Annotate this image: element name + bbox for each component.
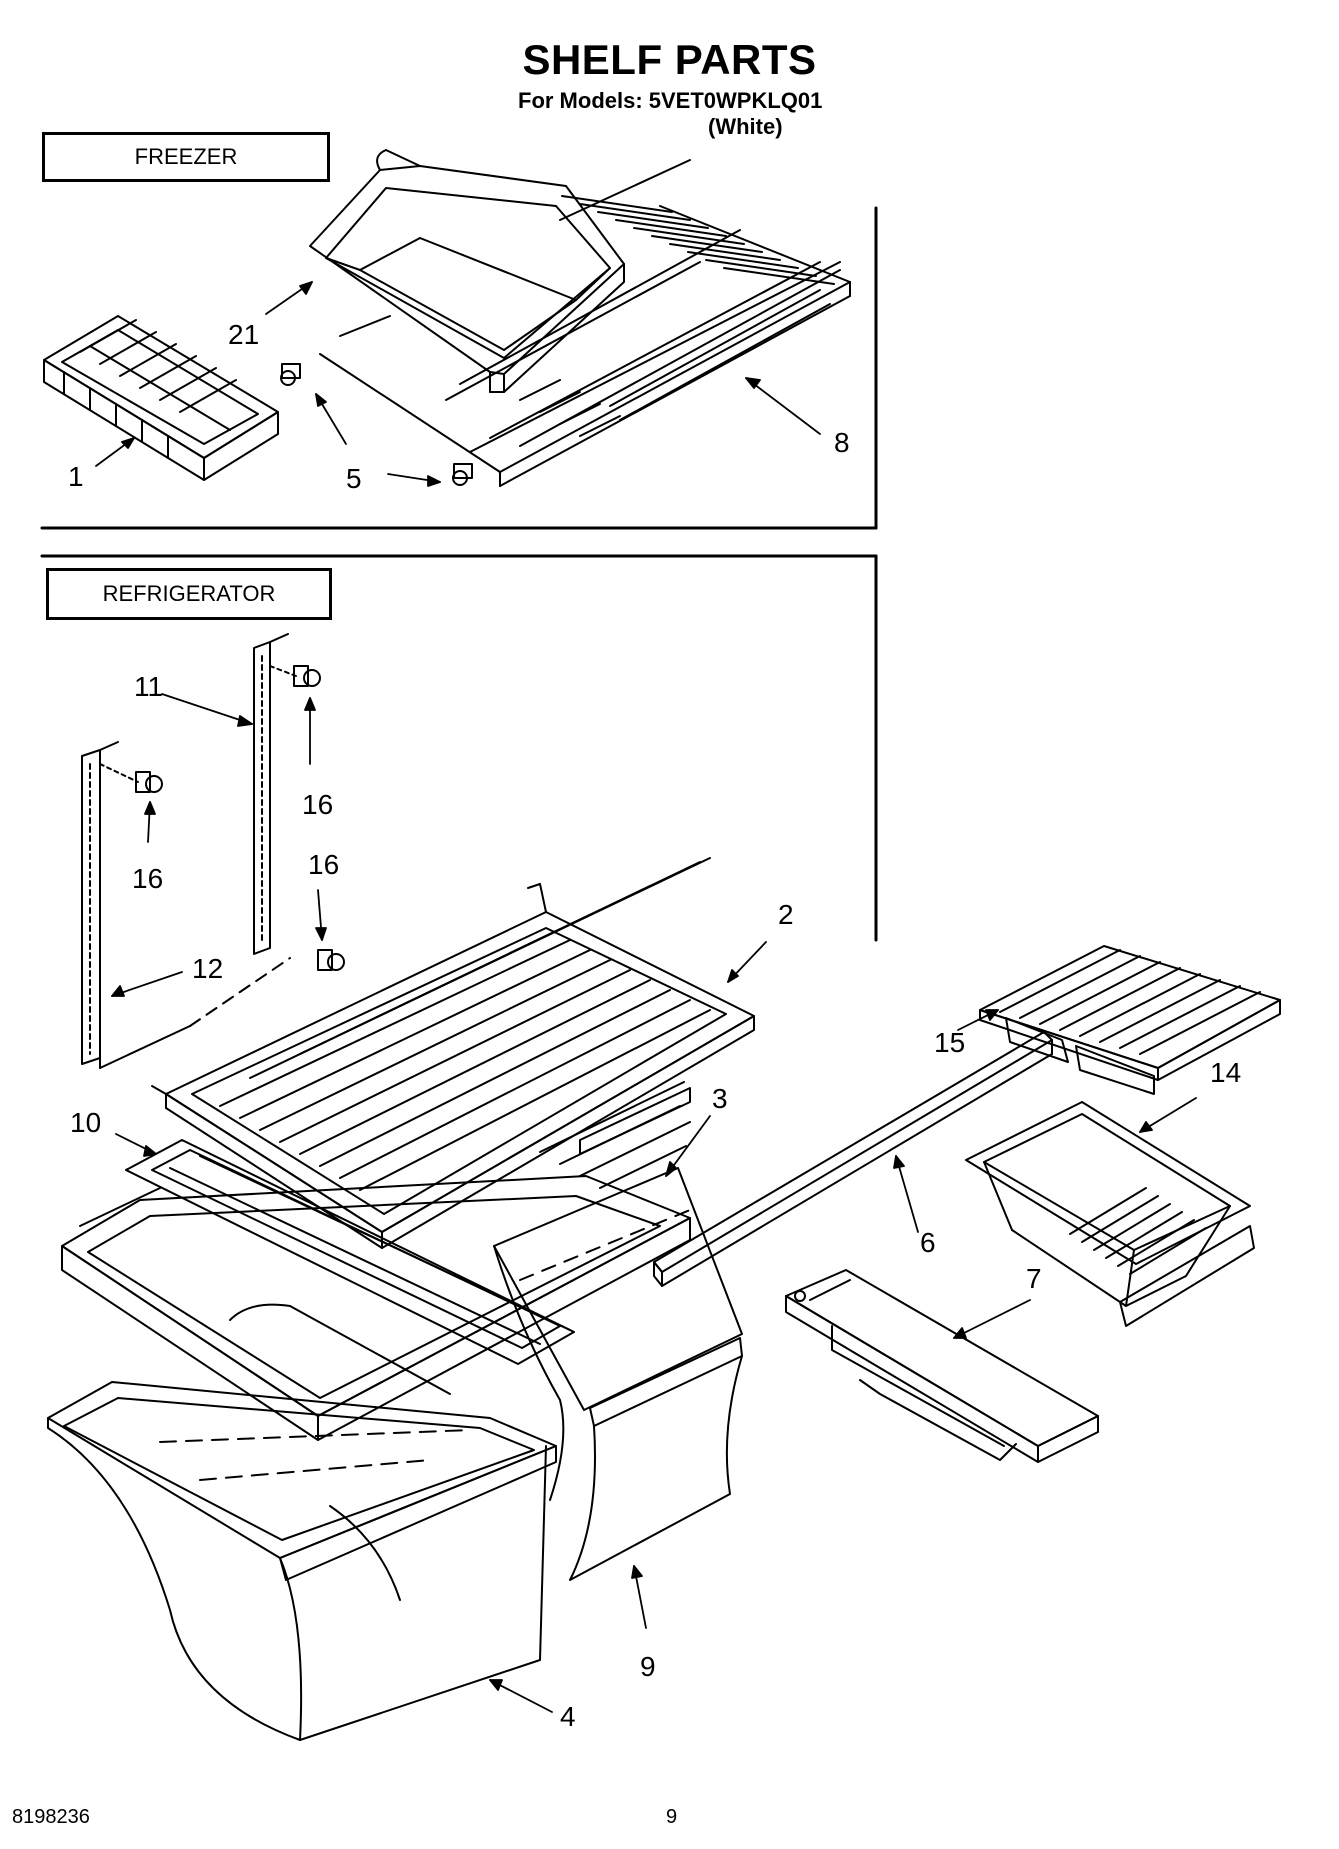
shelf-trim-drawing — [653, 1031, 1053, 1287]
shelf-insert-drawing — [125, 1081, 691, 1365]
callout-16-upper: 16 — [302, 789, 333, 820]
callout-7: 7 — [1026, 1263, 1042, 1294]
callout-4: 4 — [560, 1701, 576, 1732]
ladder-screws-drawing — [99, 665, 345, 971]
callout-15: 15 — [934, 1027, 965, 1058]
freezer-section-label: FREEZER — [42, 132, 330, 182]
leader-arrows — [95, 281, 1197, 1713]
freezer-frame — [40, 206, 878, 530]
slide-out-shelf-drawing — [151, 857, 755, 1249]
large-crisper-drawer-drawing — [47, 1381, 557, 1741]
model-subtitle: For Models: 5VET0WPKLQ01 — [518, 88, 823, 113]
color-note: (White) — [708, 114, 783, 139]
small-crisper-drawer-drawing — [493, 1167, 743, 1581]
page-title: SHELF PARTS — [522, 36, 817, 83]
ice-tray-drawing — [43, 315, 279, 481]
shelf-ladders-drawing — [81, 633, 291, 1069]
callout-12: 12 — [192, 953, 223, 984]
callout-16-left: 16 — [132, 863, 163, 894]
document-code: 8198236 — [12, 1806, 90, 1828]
drawer-slide-drawing — [785, 1269, 1099, 1463]
callout-21: 21 — [228, 319, 259, 350]
freezer-bin-drawing — [309, 149, 625, 393]
page-number: 9 — [666, 1806, 678, 1828]
deli-drawer-drawing — [965, 1101, 1255, 1327]
callout-2: 2 — [778, 899, 794, 930]
callout-8: 8 — [834, 427, 850, 458]
callout-6: 6 — [920, 1227, 936, 1258]
refrigerator-section-label: REFRIGERATOR — [46, 568, 332, 620]
callout-9: 9 — [640, 1651, 656, 1682]
callout-14: 14 — [1210, 1057, 1241, 1088]
shelf-support-screws-drawing — [280, 363, 473, 486]
callout-5: 5 — [346, 463, 362, 494]
callout-10: 10 — [70, 1107, 101, 1138]
callout-16-lower: 16 — [308, 849, 339, 880]
callout-11: 11 — [134, 671, 163, 702]
callout-3: 3 — [712, 1083, 728, 1114]
freezer-wire-shelf-drawing — [319, 159, 851, 487]
callout-1: 1 — [68, 461, 84, 492]
refrigerator-frame — [40, 554, 878, 942]
